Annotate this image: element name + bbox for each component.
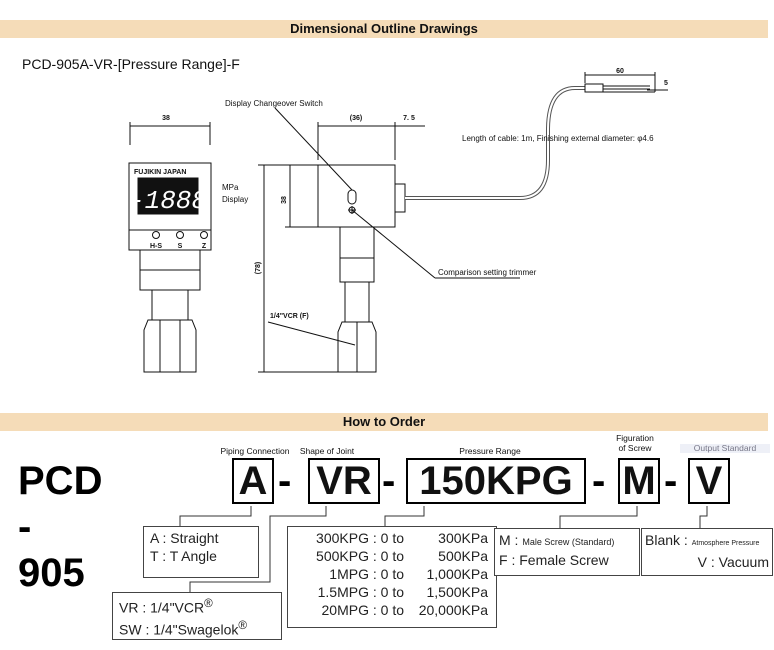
dim-cable-60: 60 <box>616 68 624 75</box>
code-dash-3: - <box>592 459 606 503</box>
standard-option-v: V : Vacuum <box>697 554 769 570</box>
joint-options: VR : 1/4"VCR® SW : 1/4"Swagelok® <box>112 592 282 640</box>
standard-options: Blank : Atmosphere Pressure V : Vacuum <box>641 528 773 576</box>
vcr-label: 1/4"VCR (F) <box>270 313 309 320</box>
dim-width: 38 <box>162 115 170 122</box>
code-piping: A <box>232 458 274 504</box>
trimmer-label: Comparison setting trimmer <box>438 268 537 277</box>
label-piping: Piping Connection <box>220 446 290 456</box>
label-pressure: Pressure Range <box>459 446 521 456</box>
button-s: S <box>178 243 183 250</box>
order-header: How to Order <box>0 413 768 431</box>
drawings-header: Dimensional Outline Drawings <box>0 20 768 38</box>
piping-option-t: T : T Angle <box>150 548 217 564</box>
unit-mpa: MPa <box>222 183 239 192</box>
dim-depth: (36) <box>350 115 362 122</box>
standard-option-blank: Blank : Atmosphere Pressure <box>645 532 760 548</box>
dim-cable-5: 5 <box>664 80 668 87</box>
code-dash-4: - <box>664 459 678 503</box>
label-joint: Shape of Joint <box>299 446 355 456</box>
code-screw: M <box>618 458 660 504</box>
unit-display: Display <box>222 195 248 204</box>
button-z: Z <box>202 243 207 250</box>
display-switch-label: Display Changeover Switch <box>225 99 323 108</box>
dim-total: (78) <box>255 262 262 274</box>
label-screw-2: of Screw <box>618 443 652 453</box>
label-standard: Output Standard <box>680 444 770 453</box>
label-screw-1: Figuration <box>616 433 654 443</box>
screw-option-f: F : Female Screw <box>499 552 609 568</box>
code-joint: VR <box>308 458 380 504</box>
code-dash-1: - <box>278 459 292 503</box>
dim-flange: 7. 5 <box>403 115 415 122</box>
code-pressure: 150KPG <box>406 458 586 504</box>
piping-options: A : Straight T : T Angle <box>143 526 259 578</box>
dim-height: 38 <box>281 196 288 204</box>
button-hs: H-S <box>150 243 162 250</box>
joint-option-vr: VR : 1/4"VCR® <box>119 597 213 616</box>
screw-option-m: M : Male Screw (Standard) <box>499 532 615 548</box>
code-standard: V <box>688 458 730 504</box>
code-dash-2: - <box>382 459 396 503</box>
cable-note: Length of cable: 1m, Finishing external … <box>462 134 654 143</box>
brand-label: FUJIKIN JAPAN <box>134 169 186 176</box>
code-prefix: PCD - 905 <box>18 459 103 595</box>
model-title: PCD-905A-VR-[Pressure Range]-F <box>22 56 240 72</box>
outline-drawing: 38 (36) 7. 5 38 (78) 60 5 Display Change… <box>128 68 668 373</box>
piping-option-a: A : Straight <box>150 530 219 546</box>
joint-option-sw: SW : 1/4"Swagelok® <box>119 618 247 638</box>
lcd-display: -1888 <box>129 186 207 216</box>
screw-options: M : Male Screw (Standard) F : Female Scr… <box>494 528 640 576</box>
